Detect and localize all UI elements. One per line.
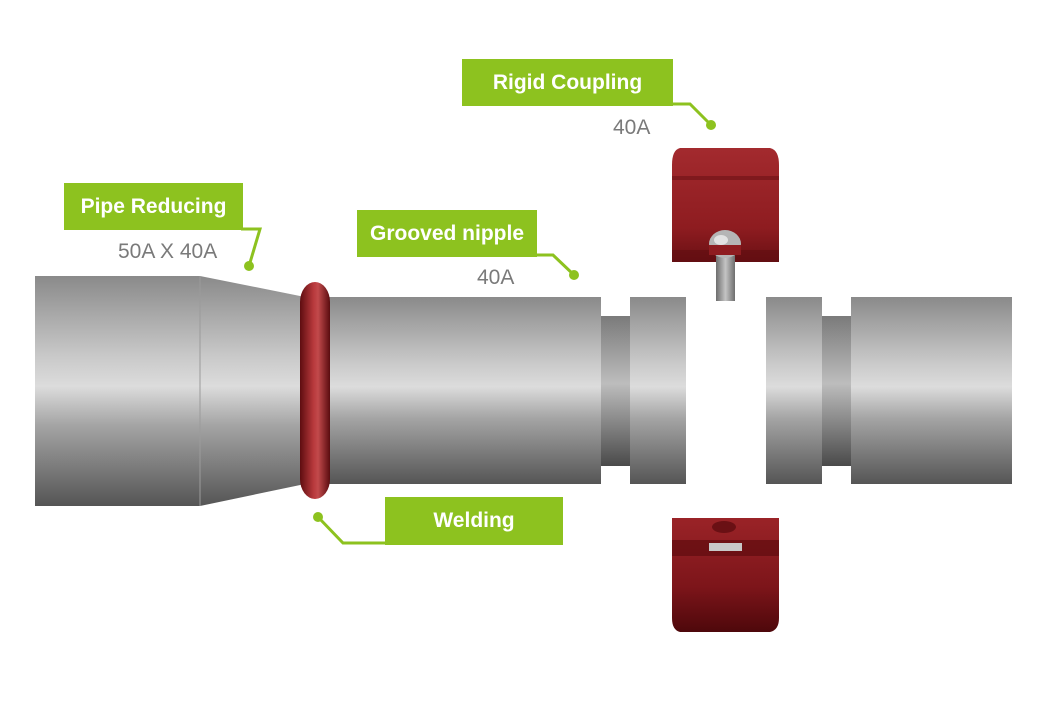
- callout-rigid-coupling: Rigid Coupling: [462, 59, 673, 106]
- callout-welding-label: Welding: [433, 509, 515, 532]
- grooved-nipple-pipe: [318, 297, 686, 484]
- callout-grooved-nipple-label: Grooved nipple: [369, 221, 524, 245]
- leader-line-pipe-reducing: [241, 227, 263, 271]
- spec-grooved-nipple: 40A: [477, 266, 515, 289]
- callout-rigid-coupling-label: Rigid Coupling: [492, 70, 643, 94]
- right-pipe: [766, 297, 1012, 484]
- spec-rigid-coupling: 40A: [613, 116, 651, 139]
- rigid-coupling-bottom: [672, 518, 779, 632]
- rigid-coupling-top: [672, 148, 779, 301]
- leader-line-grooved-nipple: [535, 253, 579, 280]
- pipe-reducer: [35, 276, 305, 506]
- spec-pipe-reducing: 50A X 40A: [118, 240, 218, 263]
- leader-line-welding: [313, 512, 386, 545]
- callout-grooved-nipple: Grooved nipple: [357, 210, 537, 257]
- callout-welding: Welding: [385, 497, 563, 545]
- callout-pipe-reducing-label: Pipe Reducing: [80, 194, 227, 218]
- leader-line-rigid-coupling: [671, 102, 716, 130]
- welding-ring: [300, 282, 330, 499]
- callout-pipe-reducing: Pipe Reducing: [64, 183, 243, 230]
